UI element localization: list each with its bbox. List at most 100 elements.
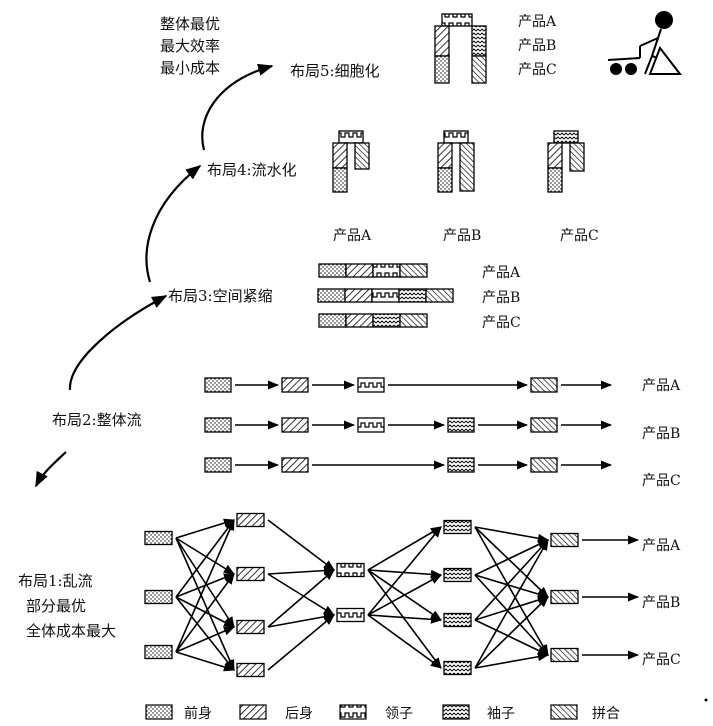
l2-product-a: 产品A xyxy=(642,378,681,394)
l1-back-block xyxy=(237,664,264,677)
l3-front-body-segment xyxy=(318,289,345,302)
l4-cell-b-left-upper-block xyxy=(438,143,452,168)
l2-sleeve-block xyxy=(448,458,474,472)
l4-product-c: 产品C xyxy=(560,228,599,244)
legend-swatch-diag xyxy=(240,705,266,719)
layout5-title: 布局5:细胞化 xyxy=(290,62,380,80)
l3-front-body-segment xyxy=(319,264,346,277)
progress-arrow-l3-l4 xyxy=(147,166,200,282)
goal-min-cost: 最小成本 xyxy=(160,59,220,77)
l3-collar-segment xyxy=(373,264,400,277)
l2-assembly-block xyxy=(531,458,557,472)
legend-label-front: 前身 xyxy=(184,705,212,722)
l4-cell-b-left-lower-block xyxy=(438,168,452,192)
l1-front-block xyxy=(145,591,172,604)
l2-collar-block xyxy=(358,378,384,392)
l1-flow-arrow xyxy=(268,570,334,574)
l1-front-block xyxy=(145,646,172,659)
l4-cell-a-left-lower-block xyxy=(333,168,347,192)
l5-product-c: 产品C xyxy=(518,62,557,78)
progress-arrow-l1-l2 xyxy=(36,452,66,486)
l3-back-body-segment xyxy=(345,289,372,302)
legend: 前身 后身 领子 袖子 拼合 xyxy=(146,705,620,722)
goal-overall-optimum: 整体最优 xyxy=(160,15,220,33)
l2-collar-block xyxy=(358,418,384,432)
stray-dot xyxy=(705,699,708,702)
l4-cell-c-top-block xyxy=(554,131,578,143)
l2-sleeve-block xyxy=(448,418,474,432)
l2-front-body-block xyxy=(205,418,231,432)
l1-flow-arrow xyxy=(176,652,234,670)
l2-back-body-block xyxy=(282,458,308,472)
l3-collar-segment xyxy=(372,289,399,302)
l5-sleeve-block xyxy=(472,26,486,56)
l4-cell-c-right-block xyxy=(570,143,584,171)
l1-back-block xyxy=(237,621,264,634)
l2-product-b: 产品B xyxy=(642,426,680,442)
l1-sleeve-block xyxy=(444,614,471,627)
l1-front-block xyxy=(145,532,172,545)
legend-label-assembly: 拼合 xyxy=(592,706,620,722)
l2-front-body-block xyxy=(205,458,231,472)
l4-cell-b-top-block xyxy=(444,131,468,143)
l1-product-a: 产品A xyxy=(642,538,681,554)
l4-cell-a-left-upper-block xyxy=(333,143,347,168)
l1-product-c: 产品C xyxy=(642,652,681,668)
l1-sleeve-block xyxy=(444,521,471,534)
progress-arrow-l2-l3 xyxy=(70,296,166,390)
l4-cell-a-right-block xyxy=(355,143,369,169)
l2-front-body-block xyxy=(205,378,231,392)
l1-flow-arrow xyxy=(368,575,441,615)
l5-collar-block xyxy=(442,14,472,26)
layout3-title: 布局3:空间紧缩 xyxy=(168,287,273,305)
layout1-note-cost: 全体成本最大 xyxy=(26,622,116,640)
l1-product-b: 产品B xyxy=(642,595,680,611)
l1-assembly-block xyxy=(551,534,578,547)
progress-arrow-l4-l5 xyxy=(202,66,272,150)
l3-product-c: 产品C xyxy=(482,315,521,331)
layout1-note-partial: 部分最优 xyxy=(26,597,86,615)
l1-back-block xyxy=(237,568,264,581)
legend-swatch-dots xyxy=(146,705,172,719)
l5-product-a: 产品A xyxy=(518,14,557,30)
l3-assembly-segment xyxy=(400,314,427,327)
l3-product-a: 产品A xyxy=(482,265,521,281)
l1-flow-arrow xyxy=(368,527,441,570)
l3-back-body-segment xyxy=(346,264,373,277)
l1-back-block xyxy=(237,514,264,527)
l3-assembly-segment xyxy=(400,264,427,277)
l3-product-b: 产品B xyxy=(482,290,520,306)
l1-assembly-block xyxy=(551,649,578,662)
l5-assembly-block xyxy=(472,56,486,83)
l1-sleeve-block xyxy=(444,662,471,675)
process-blocks xyxy=(145,14,584,677)
legend-swatch-wave xyxy=(443,705,469,719)
l1-flow-arrow xyxy=(475,540,548,668)
legend-swatch-collar xyxy=(340,705,366,719)
l4-cell-b-right-block xyxy=(460,143,474,191)
l3-front-body-segment xyxy=(319,314,346,327)
l3-sleeve-segment xyxy=(373,314,400,327)
l1-flow-arrow xyxy=(268,615,334,670)
layout2-title: 布局2:整体流 xyxy=(52,411,142,429)
l1-flow-arrow xyxy=(268,570,334,627)
l3-back-body-segment xyxy=(346,314,373,327)
l2-back-body-block xyxy=(282,378,308,392)
l4-cell-c-left-lower-block xyxy=(548,168,562,192)
l2-assembly-block xyxy=(531,378,557,392)
l2-product-c: 产品C xyxy=(642,473,681,489)
legend-label-collar: 领子 xyxy=(385,706,413,722)
l5-back-block xyxy=(435,26,449,56)
l4-cell-c-left-upper-block xyxy=(548,143,562,168)
l1-sleeve-block xyxy=(444,569,471,582)
l4-product-a: 产品A xyxy=(333,228,372,244)
l1-collar-block xyxy=(337,609,364,622)
l1-collar-block xyxy=(337,564,364,577)
legend-swatch-cross xyxy=(551,705,577,719)
l4-product-b: 产品B xyxy=(443,228,481,244)
layout4-title: 布局4:流水化 xyxy=(207,161,297,179)
l3-sleeve-segment xyxy=(399,289,426,302)
l1-flow-arrow xyxy=(268,615,334,627)
l2-back-body-block xyxy=(282,418,308,432)
